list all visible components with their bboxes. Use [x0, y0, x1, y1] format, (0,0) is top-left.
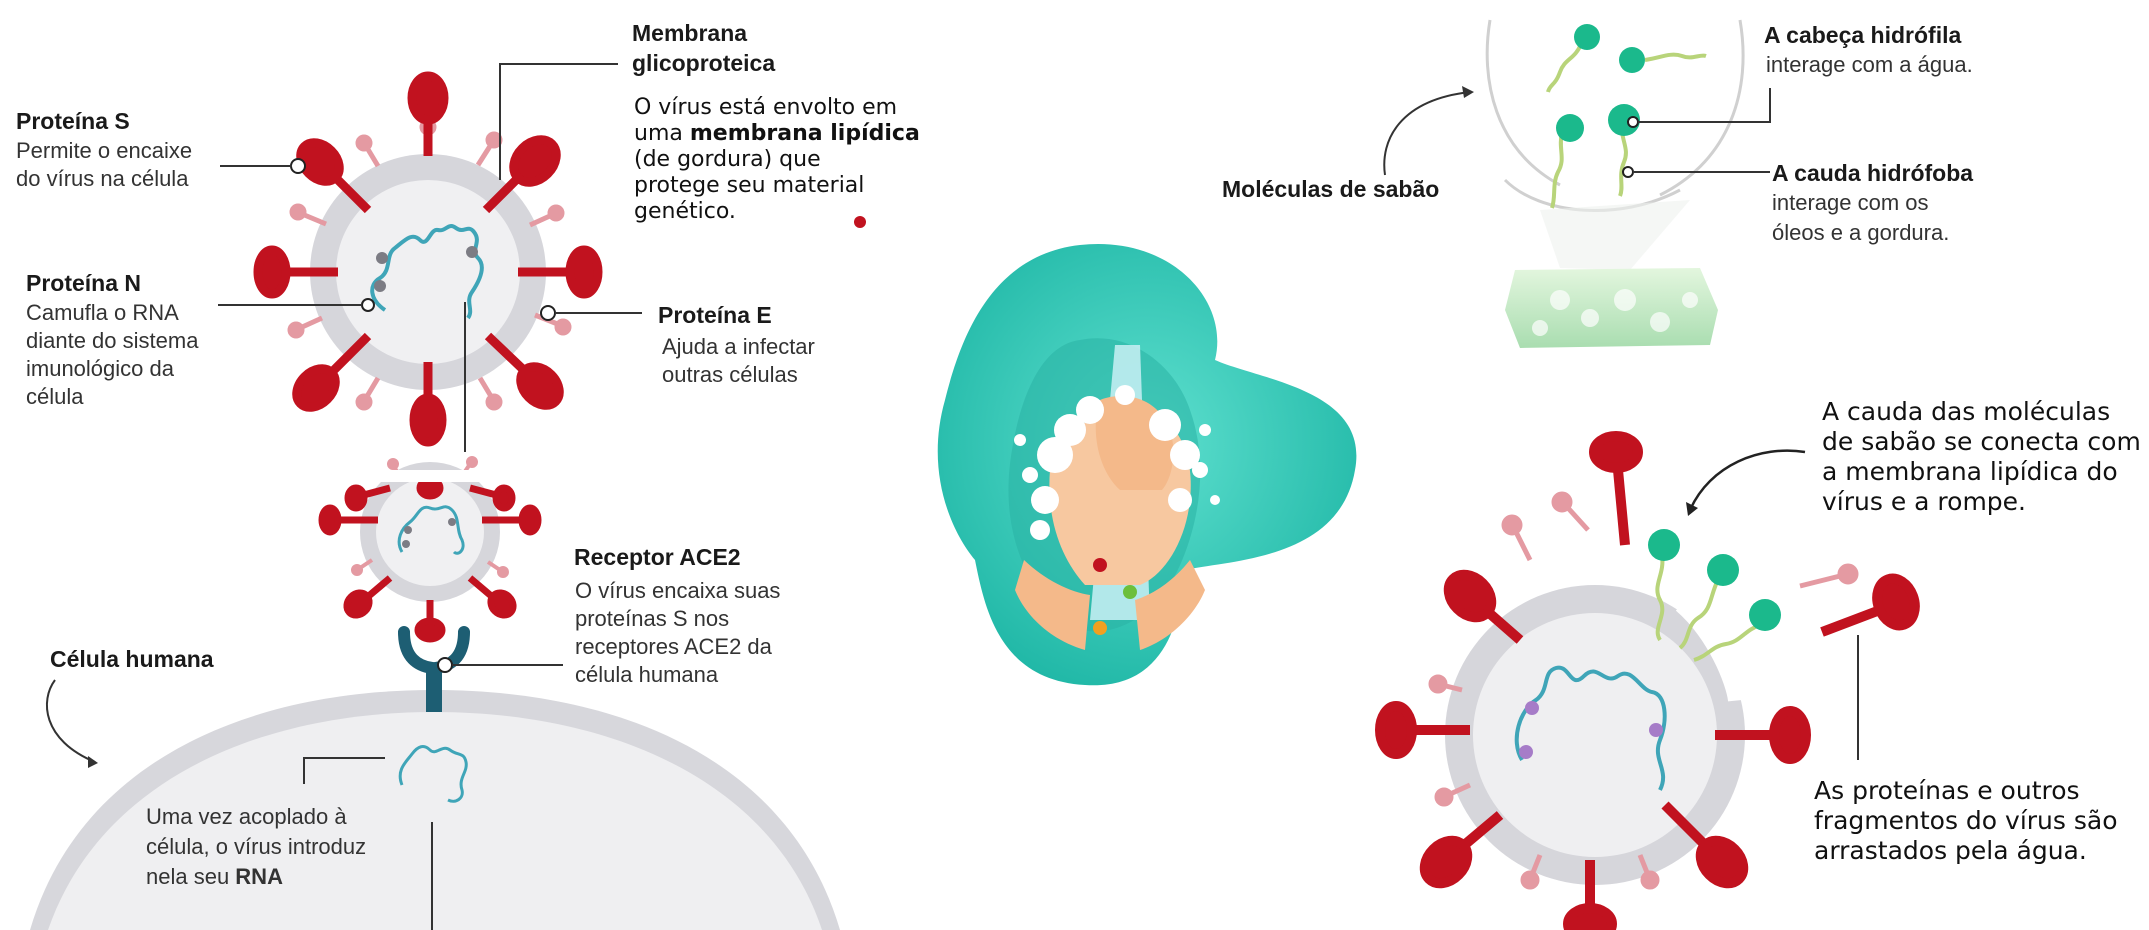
receptor-desc-2: proteínas S nos — [575, 606, 730, 631]
rna-desc-3-bold: RNA — [235, 864, 283, 889]
protein-e-title: Proteína E — [658, 302, 772, 328]
protein-n-desc-1: Camufla o RNA — [26, 300, 179, 325]
tail-desc-1: interage com os — [1772, 190, 1929, 215]
membrane-desc-2-bold: membrana lipídica — [689, 121, 920, 146]
membrane-desc-4: protege seu material — [634, 173, 865, 198]
fragments-2: fragmentos do vírus são — [1814, 806, 2118, 835]
tail-connects-1: A cauda das moléculas — [1822, 397, 2111, 426]
rna-desc-3: nela seu RNA — [146, 862, 283, 891]
tail-connects-2: de sabão se conecta com — [1822, 427, 2141, 456]
protein-s-title: Proteína S — [16, 108, 130, 134]
rna-desc-2: célula, o vírus introduz — [146, 834, 367, 859]
membrane-desc-2: uma membrana lipídica — [634, 120, 920, 147]
tail-connects-3: a membrana lipídica do — [1822, 457, 2118, 486]
fragments-3: arrastados pela água. — [1814, 836, 2087, 865]
membrane-desc-5: genético. — [634, 199, 736, 224]
leader-lines-virus-main — [218, 63, 642, 452]
soap-molecules-label: Moléculas de sabão — [1222, 176, 1440, 202]
head-title: A cabeça hidrófila — [1764, 22, 1962, 48]
head-desc: interage com a água. — [1766, 52, 1973, 77]
membrane-title-2: glicoproteica — [632, 50, 776, 76]
handwash-illustration — [937, 243, 1357, 686]
tail-desc-2: óleos e a gordura. — [1772, 220, 1950, 245]
protein-s-desc-2: do vírus na célula — [16, 166, 189, 191]
protein-n-title: Proteína N — [26, 270, 142, 296]
decorative-mark — [854, 216, 866, 228]
protein-n-desc-2: diante do sistema — [26, 328, 199, 353]
protein-n-desc-3: imunológico da — [26, 356, 174, 381]
membrane-title-1: Membrana — [632, 20, 748, 46]
rna-desc-3-normal: nela seu — [146, 864, 236, 889]
receptor-title: Receptor ACE2 — [574, 544, 741, 570]
human-cell-title: Célula humana — [50, 646, 214, 672]
virus-docking — [318, 456, 542, 643]
soap-magnifier — [1383, 19, 1771, 348]
membrane-desc-2-normal: uma — [634, 121, 690, 146]
membrane-desc-1: O vírus está envolto em — [634, 95, 898, 120]
protein-n-desc-4: célula — [26, 384, 84, 409]
receptor-desc-1: O vírus encaixa suas — [575, 578, 781, 603]
receptor-desc-3: receptores ACE2 da — [575, 634, 772, 659]
human-cell — [30, 679, 840, 930]
tail-connects-4: vírus e a rompe. — [1822, 487, 2027, 516]
virus-disrupted — [1375, 431, 1920, 930]
tail-title: A cauda hidrófoba — [1772, 160, 1974, 186]
virus-main — [253, 71, 603, 447]
protein-s-desc-1: Permite o encaixe — [16, 138, 193, 163]
rna-desc-1: Uma vez acoplado à — [146, 804, 347, 829]
fragments-1: As proteínas e outros — [1814, 776, 2080, 805]
membrane-desc-3: (de gordura) que — [634, 147, 821, 172]
receptor-desc-4: célula humana — [575, 662, 719, 687]
protein-e-desc-2: outras células — [662, 362, 798, 387]
protein-e-desc-1: Ajuda a infectar — [662, 334, 815, 359]
